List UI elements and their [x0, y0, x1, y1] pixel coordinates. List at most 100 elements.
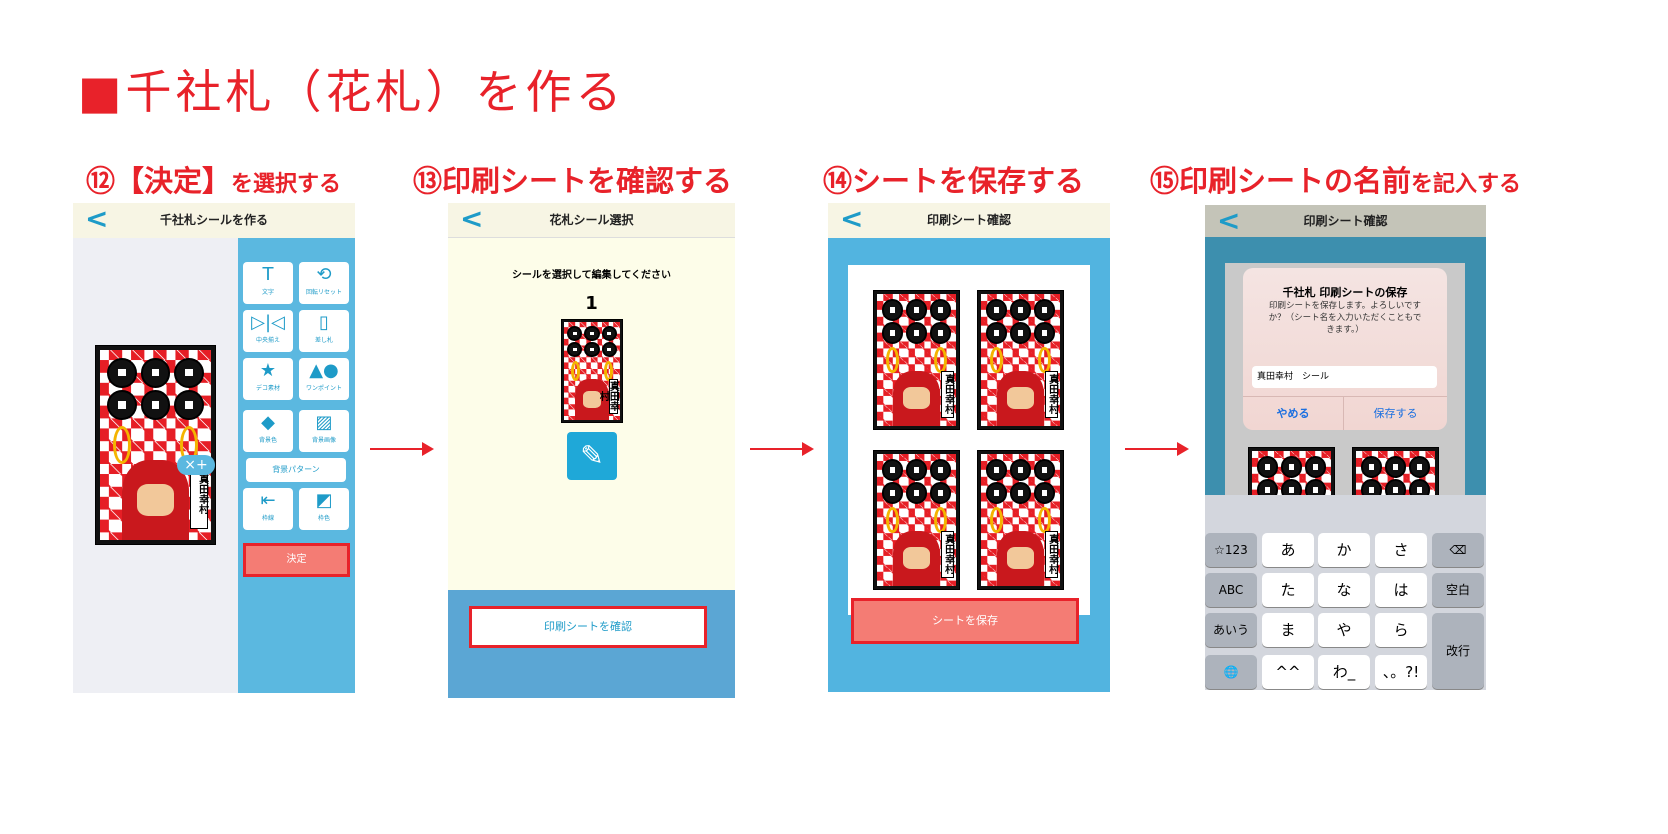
card-name: 真田幸村 [1045, 530, 1058, 579]
coins-icon [106, 357, 205, 420]
key[interactable]: た [1262, 573, 1314, 607]
header-title: 花札シール選択 [549, 213, 634, 227]
tool-center[interactable]: ▷|◁中央揃え [243, 310, 293, 352]
key[interactable]: 、。?! [1375, 655, 1427, 689]
key[interactable]: ⌫ [1432, 533, 1484, 567]
tool-bg-color[interactable]: ◆背景色 [243, 410, 293, 452]
arrow-icon [370, 442, 434, 456]
horn-icon [1037, 506, 1051, 534]
back-icon[interactable]: < [840, 203, 864, 235]
confirm-print-sheet-button[interactable]: 印刷シートを確認 [469, 606, 707, 648]
horn-icon [990, 346, 1004, 374]
tool-bg-image[interactable]: ▨背景画像 [299, 410, 349, 452]
header: <千社札シールを作る [73, 203, 355, 238]
card-name: 真田幸村 [597, 378, 619, 415]
tool-rotate-reset[interactable]: ⟲回転リセット [299, 262, 349, 304]
header: < 花札シール選択 [448, 203, 735, 238]
back-icon[interactable]: < [1217, 205, 1241, 237]
dialog-message: 印刷シートを保存します。よろしいですか？（シート名を入力いただくこともできます。… [1268, 301, 1422, 335]
horn-icon [113, 426, 132, 464]
key[interactable]: か [1318, 533, 1370, 567]
step-num: ⑫ [86, 164, 116, 198]
samurai-figure [996, 530, 1045, 586]
key[interactable]: は [1375, 573, 1427, 607]
key[interactable]: 空白 [1432, 573, 1484, 607]
tool-border[interactable]: ⇤枠線 [243, 488, 293, 530]
close-add-icon[interactable]: ×+ [177, 455, 215, 475]
horn-icon [933, 346, 947, 374]
card-art: 真田幸村 [877, 294, 956, 426]
header: < 印刷シート確認 [828, 203, 1110, 238]
save-button[interactable]: 保存する [1373, 407, 1418, 420]
page-title: ■千社札（花札）を作る [78, 65, 626, 119]
header-title: 印刷シート確認 [926, 213, 1011, 227]
confirm-button[interactable]: 決定 [243, 543, 350, 577]
card-name: 真田幸村 [941, 530, 954, 579]
horn-icon [933, 506, 947, 534]
card-art: 真田幸村 [100, 350, 211, 540]
key[interactable]: ら [1375, 613, 1427, 647]
screen-save-dialog: <印刷シート確認 真田幸村 真田幸村 千社札 印刷シートの保存 印刷シートを保存… [1205, 205, 1486, 690]
step-15: ⑮印刷シートの名前を記入する [1150, 158, 1521, 200]
sheet-card: 真田幸村 [873, 290, 960, 430]
tool-onepoint[interactable]: ▲●ワンポイント [299, 358, 349, 400]
coins-icon [881, 299, 952, 344]
back-icon[interactable]: < [460, 203, 484, 235]
arrow-icon [1125, 442, 1189, 456]
screen-print-confirm: < 印刷シート確認 真田幸村 真田幸村 真田幸村 真田幸村 シートを保存 [828, 203, 1110, 692]
key[interactable]: 🌐 [1205, 655, 1257, 689]
arrow-icon [750, 442, 814, 456]
tool-border-color[interactable]: ◩枠色 [299, 488, 349, 530]
card-art: 真田幸村 [981, 454, 1060, 586]
samurai-figure [996, 370, 1045, 426]
key[interactable]: 改行 [1432, 613, 1484, 689]
coins-icon [1256, 456, 1327, 501]
key[interactable]: や [1318, 613, 1370, 647]
cancel-button[interactable]: やめる [1276, 407, 1310, 420]
key[interactable]: さ [1375, 533, 1427, 567]
horn-icon [886, 506, 900, 534]
step-14: ⑭シートを保存する [823, 158, 1084, 200]
key[interactable]: ABC [1205, 573, 1257, 607]
sheet-name-input[interactable]: 真田幸村 シール [1252, 366, 1437, 388]
tool-bg-pattern[interactable]: 背景パターン [246, 458, 346, 482]
step-main: シートを保存する [852, 164, 1085, 198]
card-art: 真田幸村 [981, 294, 1060, 426]
tool-deco[interactable]: ★デコ素材 [243, 358, 293, 400]
instruction: シールを選択して編集してください [511, 270, 672, 281]
key[interactable]: あいう [1205, 613, 1257, 647]
edit-pencil-icon[interactable]: ✎ [567, 432, 617, 480]
hanafuda-card[interactable]: 真田幸村 [95, 345, 216, 545]
key[interactable]: あ [1262, 533, 1314, 567]
footer: 印刷シートを確認 [448, 590, 735, 698]
samurai-figure [892, 530, 941, 586]
step-13: ⑬印刷シートを確認する [413, 158, 732, 200]
horn-icon [604, 361, 614, 381]
coins-icon [985, 459, 1056, 504]
back-icon[interactable]: < [85, 203, 109, 235]
step-num: ⑮ [1150, 164, 1180, 198]
coins-icon [985, 299, 1056, 344]
sticker-thumbnail[interactable]: 真田幸村 [561, 319, 623, 423]
card-art: 真田幸村 [877, 454, 956, 586]
step-main: 印刷シートの名前 [1179, 164, 1412, 198]
card-name: 真田幸村 [941, 370, 954, 419]
tool-card[interactable]: ▯差し札 [299, 310, 349, 352]
step-num: ⑬ [413, 164, 443, 198]
sheet-card: 真田幸村 [977, 290, 1064, 430]
key[interactable]: わ_ [1318, 655, 1370, 689]
coins-icon [881, 459, 952, 504]
key[interactable]: ま [1262, 613, 1314, 647]
step-rest: を選択する [231, 172, 342, 197]
key[interactable]: ☆123 [1205, 533, 1257, 567]
samurai-figure [892, 370, 941, 426]
save-sheet-button[interactable]: シートを保存 [851, 598, 1079, 644]
sticker-number: 1 [585, 293, 598, 314]
key[interactable]: ^^ [1262, 655, 1314, 689]
print-sheet: 真田幸村 真田幸村 真田幸村 真田幸村 [848, 265, 1090, 615]
key[interactable]: な [1318, 573, 1370, 607]
